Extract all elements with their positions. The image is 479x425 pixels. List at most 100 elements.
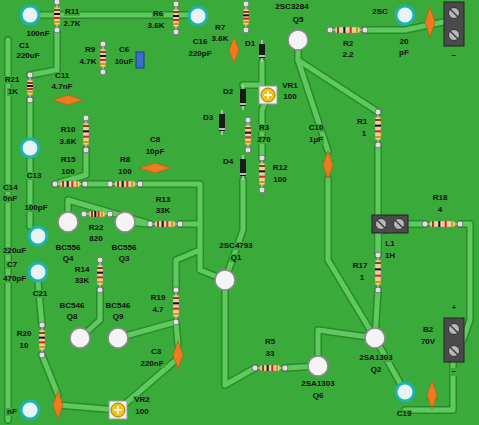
color-band	[173, 19, 179, 21]
terminal-body	[372, 215, 408, 233]
copper-trace	[243, 62, 262, 85]
copper-trace	[140, 184, 225, 280]
copper-traces	[8, 15, 470, 420]
part-label: C6	[118, 46, 130, 54]
solder-pad	[173, 1, 179, 7]
resistor-symbol	[259, 155, 265, 193]
part-label: 1H	[384, 252, 396, 260]
terminal-screw	[394, 219, 405, 230]
part-label: C21	[32, 290, 49, 298]
color-band	[54, 21, 60, 23]
electrolytic-capacitor	[29, 263, 47, 281]
trace-outline	[85, 180, 110, 188]
part-label: 100	[117, 168, 132, 176]
transistor-symbol	[308, 356, 328, 376]
part-label: Q6	[312, 392, 325, 400]
trimpot-wiper	[111, 403, 125, 417]
resistor-symbol	[173, 1, 179, 35]
part-label: C11	[54, 72, 70, 80]
color-band	[157, 221, 159, 227]
trimpot-wiper	[261, 88, 275, 102]
part-label: 33K	[74, 277, 91, 285]
part-label: Q5	[292, 16, 305, 24]
resistor-symbol	[81, 211, 113, 217]
color-band	[100, 59, 106, 61]
color-band	[245, 136, 251, 138]
trace-outline	[55, 150, 86, 184]
color-band	[337, 27, 339, 33]
resistor-symbol	[422, 221, 463, 227]
part-label: R6	[152, 10, 164, 18]
part-label: BC546	[59, 302, 86, 310]
color-band	[83, 136, 89, 138]
copper-trace	[176, 250, 200, 290]
color-band	[262, 365, 264, 371]
resistor-symbol	[252, 365, 288, 371]
part-label: 1	[361, 130, 367, 138]
ceramic-capacitor	[173, 341, 183, 369]
solder-pad	[107, 211, 113, 217]
color-band	[350, 27, 352, 33]
ceramic-capacitor	[323, 151, 333, 179]
trimpot-body	[259, 86, 277, 104]
resistor-body	[245, 125, 251, 145]
resistor-symbol	[327, 27, 368, 33]
part-label: C19	[396, 410, 413, 418]
resistor-symbol	[375, 252, 381, 293]
trimpot-symbol	[109, 401, 127, 419]
part-label: 2SA1303	[300, 380, 335, 388]
solder-pad	[375, 287, 381, 293]
color-band	[243, 21, 249, 23]
cathode-band	[219, 128, 225, 130]
cathode-band	[259, 55, 265, 57]
resistor-body	[173, 9, 179, 27]
color-band	[375, 125, 381, 127]
part-label: Q4	[62, 255, 75, 263]
part-label: 220pF	[187, 50, 212, 58]
solder-pad	[100, 41, 106, 47]
color-band	[259, 165, 265, 167]
diode-symbol	[259, 40, 265, 62]
resistor-body	[375, 260, 381, 285]
part-label: 1K	[7, 88, 19, 96]
transistor-symbol	[108, 328, 128, 348]
solder-pad	[259, 155, 265, 161]
resistor-symbol	[147, 221, 183, 227]
part-label: Q3	[118, 255, 131, 263]
color-band	[375, 268, 381, 270]
electrolytic-capacitor	[29, 227, 47, 245]
color-band	[27, 85, 33, 87]
part-label: 100nF	[25, 30, 50, 38]
diode-body	[240, 89, 246, 106]
part-label: R13	[155, 196, 172, 204]
part-label: C10	[308, 124, 325, 132]
transistor-symbol	[288, 30, 308, 50]
color-band	[101, 211, 103, 217]
resistor-body	[243, 9, 249, 25]
terminal-body	[444, 2, 464, 46]
part-label: 220nF	[139, 360, 164, 368]
solder-pad	[173, 287, 179, 293]
part-label: 2.7K	[63, 20, 82, 28]
part-label: −	[451, 52, 458, 60]
part-label: R14	[74, 266, 91, 274]
solder-pad	[375, 109, 381, 115]
ceramic-capacitor	[139, 163, 171, 173]
part-label: 10	[19, 342, 30, 350]
trimpot-body	[109, 401, 127, 419]
color-band	[375, 262, 381, 264]
color-band	[97, 281, 103, 283]
part-label: 100	[282, 93, 297, 101]
resistor-symbol	[173, 287, 179, 325]
resistor-body	[259, 163, 265, 185]
resistor-body	[375, 117, 381, 140]
resistor-body	[430, 221, 455, 227]
color-band	[54, 17, 60, 19]
color-band	[375, 275, 381, 277]
solder-pad	[39, 352, 45, 358]
part-label: +	[451, 304, 458, 312]
part-label: −	[451, 368, 458, 376]
part-label: 10uF	[114, 58, 135, 66]
color-band	[97, 267, 103, 269]
